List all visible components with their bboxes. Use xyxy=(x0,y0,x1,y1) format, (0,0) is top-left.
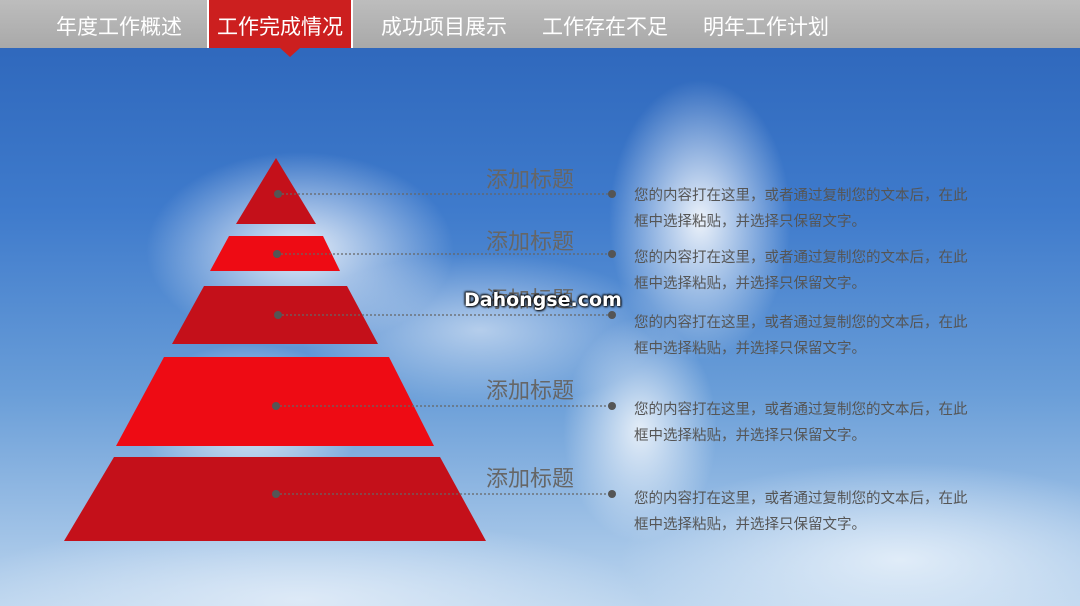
top-navigation-bar: 年度工作概述 工作完成情况 成功项目展示 工作存在不足 明年工作计划 xyxy=(0,0,1080,48)
watermark-text: Dahongse.com xyxy=(464,289,622,311)
pyramid-level-4 xyxy=(116,357,434,446)
connector-end-dot-5 xyxy=(608,490,616,498)
connector-start-dot-5 xyxy=(272,490,280,498)
tab-successful-projects[interactable]: 成功项目展示 xyxy=(381,15,507,39)
connector-end-dot-3 xyxy=(608,311,616,319)
level-3-body: 您的内容打在这里，或者通过复制您的文本后，在此框中选择粘贴，并选择只保留文字。 xyxy=(634,315,968,357)
tab-work-completion[interactable]: 工作完成情况 xyxy=(207,0,353,48)
level-1-body: 您的内容打在这里，或者通过复制您的文本后，在此框中选择粘贴，并选择只保留文字。 xyxy=(634,188,968,230)
level-4-body: 您的内容打在这里，或者通过复制您的文本后，在此框中选择粘贴，并选择只保留文字。 xyxy=(634,402,968,444)
connector-start-dot-1 xyxy=(274,190,282,198)
tab-next-year-plan[interactable]: 明年工作计划 xyxy=(703,15,829,39)
level-5-body: 您的内容打在这里，或者通过复制您的文本后，在此框中选择粘贴，并选择只保留文字。 xyxy=(634,491,968,533)
level-1-title: 添加标题 xyxy=(486,168,575,193)
level-5-title: 添加标题 xyxy=(486,467,575,492)
connector-start-dot-3 xyxy=(274,311,282,319)
connector-start-dot-4 xyxy=(272,402,280,410)
tab-annual-overview[interactable]: 年度工作概述 xyxy=(56,15,182,39)
level-2-body: 您的内容打在这里，或者通过复制您的文本后，在此框中选择粘贴，并选择只保留文字。 xyxy=(634,250,968,292)
connector-end-dot-4 xyxy=(608,402,616,410)
connector-end-dot-1 xyxy=(608,190,616,198)
level-4-title: 添加标题 xyxy=(486,379,575,404)
tab-work-shortcomings[interactable]: 工作存在不足 xyxy=(542,15,668,39)
connector-end-dot-2 xyxy=(608,250,616,258)
connector-start-dot-2 xyxy=(273,250,281,258)
level-2-title: 添加标题 xyxy=(486,230,575,255)
pyramid-level-5 xyxy=(64,457,486,541)
level-3-title: 添加标题 xyxy=(486,288,575,313)
active-tab-pointer xyxy=(280,48,300,57)
